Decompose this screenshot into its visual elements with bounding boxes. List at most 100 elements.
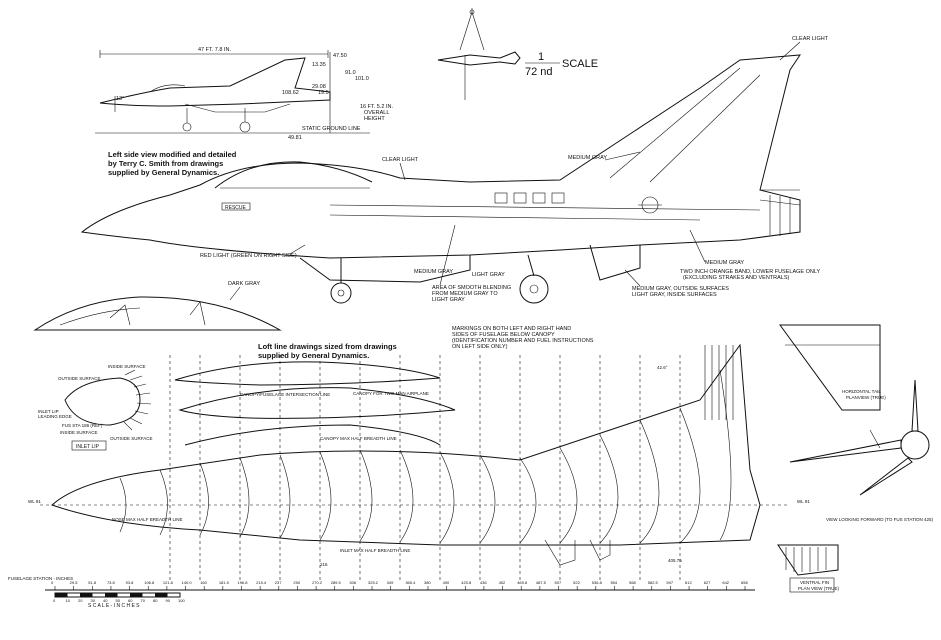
station-label: 582.5	[648, 580, 659, 585]
callout-ventral-2: LIGHT GRAY, INSIDE SURFACES	[632, 292, 717, 298]
station-label: 106.8	[144, 580, 155, 585]
markings-note-1: MARKINGS ON BOTH LEFT AND RIGHT HAND	[452, 326, 571, 332]
ventral-fin-label-1: VENTRAL FIN	[800, 580, 829, 585]
station-label: 181.5	[219, 580, 230, 585]
scale-tick-label: 60	[128, 598, 133, 603]
h-tail-label-1: HORIZONTAL TAIL	[842, 389, 881, 394]
scale-numerator: 1	[538, 51, 544, 63]
station-label: 73.8	[107, 580, 116, 585]
loft-lines: INSIDE SURFACE OUTSIDE SURFACE INLET LIP…	[28, 343, 810, 580]
station-label: 140.0	[182, 580, 193, 585]
station-label: 487.5	[536, 580, 547, 585]
callout-dark-gray: DARK GRAY	[228, 281, 260, 287]
dim-angle: 13°	[116, 96, 124, 102]
dim-height-3: HEIGHT	[364, 116, 385, 122]
scale-block: 1 72 nd SCALE	[437, 8, 598, 100]
dim-height-1: 16 FT. 5.2 IN.	[360, 104, 393, 110]
canopy-detail: DARK GRAY	[33, 281, 282, 331]
ventral-fin-label-2: PLAN VIEW (TRUE)	[798, 586, 840, 591]
station-label: 469.8	[517, 580, 528, 585]
loft-nose-max-breadth: NOSE MAX HALF BREADTH LINE	[112, 517, 183, 522]
scale-segment	[130, 593, 143, 597]
station-label: 51.8	[88, 580, 97, 585]
rescue-label: RESCUE	[225, 205, 247, 211]
scale-tick-label: 70	[141, 598, 146, 603]
credit-line-1: Left side view modified and detailed	[108, 150, 237, 159]
callout-medium-gray-rear: MEDIUM GRAY	[705, 260, 744, 266]
station-label: 452	[499, 580, 506, 585]
scale-segment	[155, 593, 168, 597]
dim-47-50: 47.50	[333, 53, 347, 59]
small-side-view: 47 FT. 7.8 IN. 13° 47.50 13.35 29.08 91.…	[95, 47, 393, 141]
dim-108-62: 108.62	[282, 90, 299, 96]
credit-line-2: by Terry C. Smith from drawings	[108, 159, 223, 168]
station-label: 642	[722, 580, 729, 585]
loft-inside-surface-top: INSIDE SURFACE	[108, 364, 146, 369]
station-label: 627	[704, 580, 711, 585]
callout-clear-light-top: CLEAR LIGHT	[792, 36, 829, 42]
callout-light-gray: LIGHT GRAY	[472, 272, 505, 278]
station-label: 93.8	[126, 580, 135, 585]
station-label: 289.5	[331, 580, 342, 585]
callout-clear-light-mid: CLEAR LIGHT	[382, 157, 419, 163]
station-label: 121.8	[163, 580, 174, 585]
scale-segment	[80, 593, 93, 597]
view-forward-label: VIEW LOOKING FORWARD (TO FUS STATION 425…	[826, 517, 934, 522]
dim-overall-length: 47 FT. 7.8 IN.	[198, 47, 231, 53]
h-tail-label-2: PLANVIEW (TRUE)	[846, 395, 886, 400]
station-label: 568	[629, 580, 636, 585]
main-side-view: RESCUE	[80, 54, 801, 304]
station-label: 436	[480, 580, 487, 585]
scale-tick-label: 90	[166, 598, 171, 603]
credit-line-3: supplied by General Dynamics.	[108, 168, 219, 177]
dim-13-35: 13.35	[312, 62, 326, 68]
scale-tick-label: 50	[116, 598, 121, 603]
markings-note-3: (IDENTIFICATION NUMBER AND FUEL INSTRUCT…	[452, 338, 594, 344]
loft-wl-right: WL 91	[797, 499, 810, 504]
scale-segment	[105, 593, 118, 597]
callout-blending-1: AREA OF SMOOTH BLENDING	[432, 285, 511, 291]
dim-19-5: 19.5	[318, 90, 329, 96]
station-label: 325.2	[368, 580, 379, 585]
dim-49-81: 49.81	[288, 135, 302, 141]
station-label: 536.8	[592, 580, 603, 585]
loft-credit-1: Loft line drawings sized from drawings	[258, 342, 397, 351]
callout-red-light: RED LIGHT (GREEN ON RIGHT SIDE)	[200, 253, 297, 259]
station-label: 365.4	[405, 580, 416, 585]
loft-outside-surface-bot: OUTSIDE SURFACE	[110, 436, 153, 441]
scale-tick-label: 80	[153, 598, 158, 603]
station-label: 29.5	[70, 580, 79, 585]
dim-height-2: OVERALL	[364, 110, 389, 116]
loft-inlet-lip-le-2: LEADING EDGE	[38, 414, 72, 419]
station-label: 0	[51, 580, 54, 585]
front-view: VIEW LOOKING FORWARD (TO FUS STATION 425…	[789, 379, 934, 522]
station-label: 250	[293, 580, 300, 585]
scale-segment	[55, 593, 68, 597]
loft-credit-2: supplied by General Dynamics.	[258, 351, 369, 360]
station-label: 215.4	[256, 580, 267, 585]
loft-inlet-max-breadth: INLET MAX HALF BREADTH LINE	[340, 548, 410, 553]
side-view-callouts: CLEAR LIGHT MEDIUM GRAY CLEAR LIGHT RED …	[200, 36, 829, 303]
station-label: 237	[275, 580, 282, 585]
station-label: 380	[424, 580, 431, 585]
station-label: 196.8	[237, 580, 248, 585]
station-label: 522	[573, 580, 580, 585]
callout-blending-3: LIGHT GRAY	[432, 297, 465, 303]
ventral-fin-planview: VENTRAL FIN PLAN VIEW (TRUE)	[777, 544, 840, 593]
callout-orange-band-2: (EXCLUDING STRAKES AND VENTRALS)	[683, 275, 790, 281]
station-label: 658	[741, 580, 748, 585]
dim-91-0: 91.0	[345, 70, 356, 76]
loft-wl: WL 91	[28, 499, 41, 504]
loft-canopy-intersection: CANOPY/FUSELAGE INTERSECTION LINE	[240, 392, 330, 397]
station-label: 597	[666, 580, 673, 585]
scale-tick-label: 20	[78, 598, 83, 603]
loft-station-405: 405.75	[668, 558, 682, 563]
callout-blending-2: FROM MEDIUM GRAY TO	[432, 291, 498, 297]
static-ground-line: STATIC GROUND LINE	[302, 126, 361, 132]
dim-29-08: 29.08	[312, 84, 326, 90]
station-label: 349	[387, 580, 394, 585]
station-label: 306	[349, 580, 356, 585]
